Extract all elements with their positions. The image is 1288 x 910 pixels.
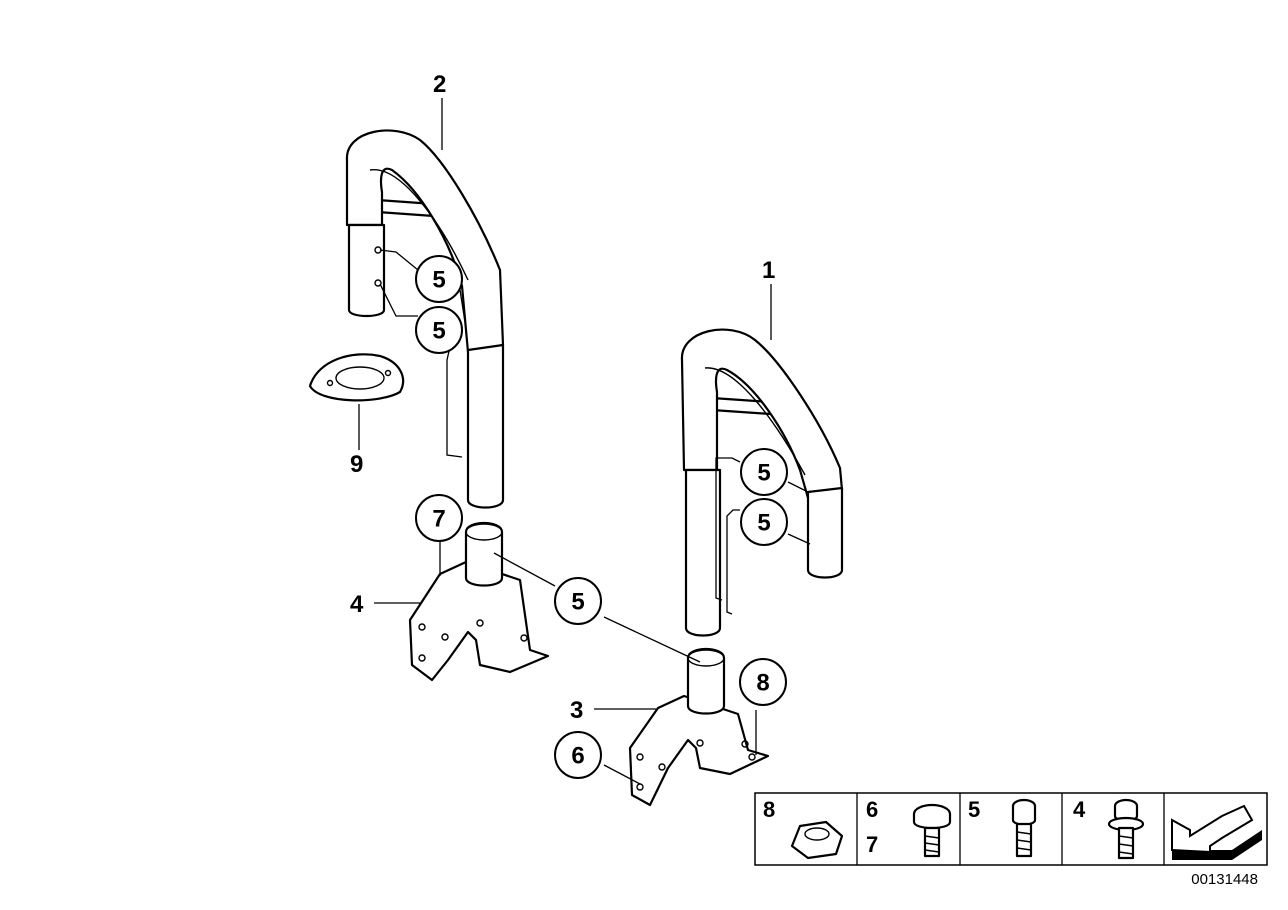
svg-text:5: 5 (432, 318, 445, 345)
direction-arrow-icon (1171, 804, 1262, 860)
hex-flange-nut-icon (790, 820, 844, 860)
legend-cell-nut[interactable]: 8 (763, 797, 844, 860)
diagram-id: 00131448 (1191, 871, 1258, 888)
bracket-right[interactable] (628, 647, 770, 807)
legend-label-4: 4 (1073, 797, 1086, 822)
fastener-legend: 8 6 7 5 (754, 792, 1268, 866)
callout-7: 7 (415, 494, 463, 542)
part-label-3: 3 (570, 697, 583, 724)
callout-5-c: 5 (740, 448, 788, 496)
callout-5-b: 5 (415, 306, 463, 354)
part-label-4: 4 (350, 591, 364, 618)
legend-label-6: 6 (866, 797, 878, 822)
callout-5-e: 5 (554, 577, 602, 625)
callout-5-a: 5 (415, 255, 463, 303)
svg-text:5: 5 (571, 589, 584, 616)
svg-text:8: 8 (756, 670, 769, 697)
legend-cell-flange-bolt[interactable]: 4 (1073, 797, 1145, 860)
legend-label-7: 7 (866, 832, 878, 857)
callout-8: 8 (739, 658, 787, 706)
legend-label-5: 5 (968, 797, 980, 822)
svg-text:5: 5 (757, 460, 770, 487)
roll-bar-right[interactable] (680, 328, 844, 637)
flange-bolt-with-washer-icon (1107, 798, 1145, 860)
legend-cell-socket-bolt[interactable]: 5 (968, 797, 1037, 858)
legend-label-8: 8 (763, 797, 775, 822)
svg-text:7: 7 (432, 506, 445, 533)
svg-text:5: 5 (757, 510, 770, 537)
hex-socket-bolt-icon (1011, 798, 1037, 858)
callout-5-d: 5 (740, 498, 788, 546)
roll-bar-left[interactable] (345, 129, 505, 509)
svg-text:5: 5 (432, 267, 445, 294)
countersunk-screw-icon (912, 803, 952, 858)
callout-6: 6 (554, 731, 602, 779)
part-label-9: 9 (350, 451, 363, 478)
legend-cell-countersunk-screw[interactable]: 6 7 (866, 797, 952, 858)
bracket-left[interactable] (408, 521, 550, 682)
part-label-1: 1 (762, 257, 775, 284)
svg-text:6: 6 (571, 743, 584, 770)
part-label-2: 2 (433, 71, 446, 98)
grommet-cover[interactable] (308, 353, 405, 402)
